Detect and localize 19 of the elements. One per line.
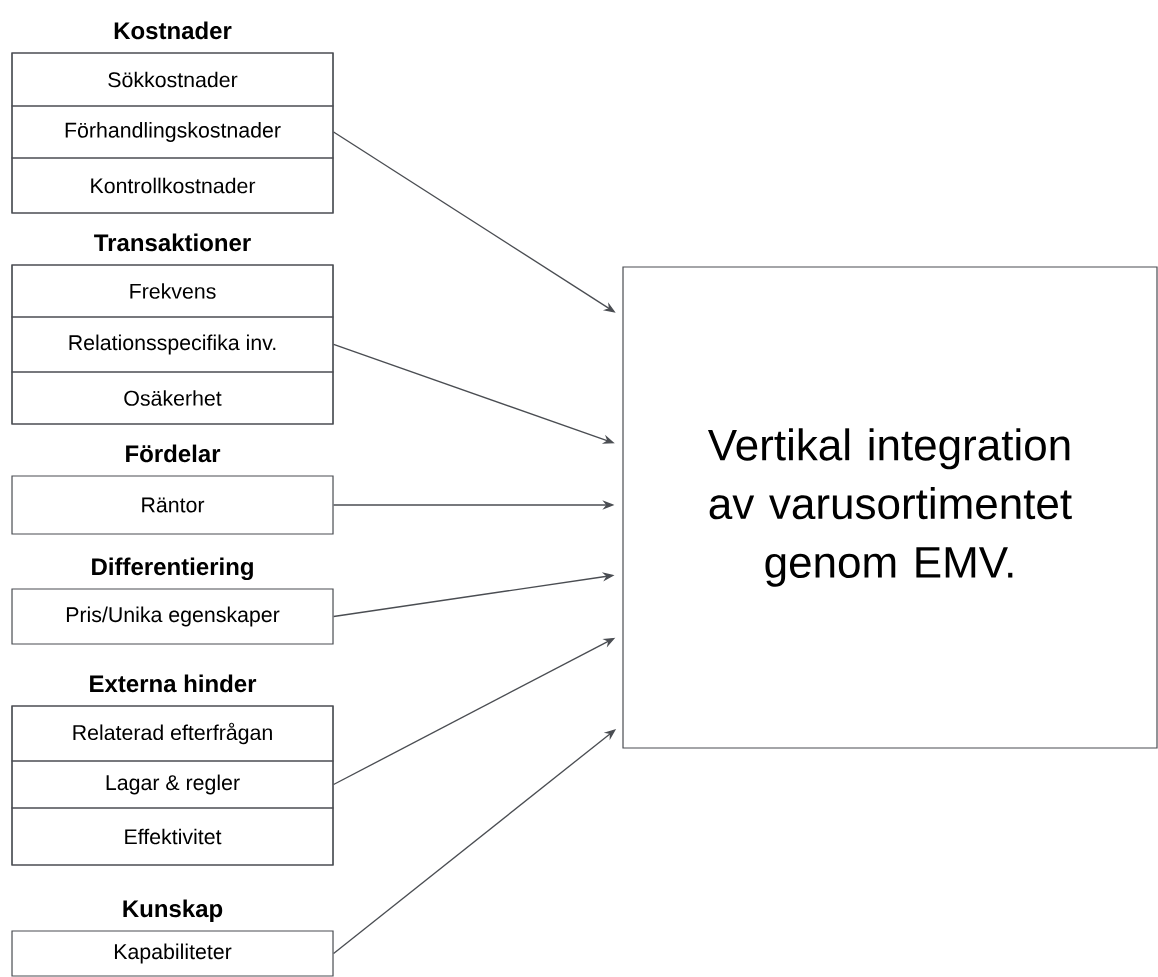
factor-box: Kapabiliteter [11, 930, 334, 977]
group-heading: Externa hinder [90, 674, 257, 693]
factor-row: Frekvens [11, 264, 334, 318]
factor-row: Osäkerhet [11, 371, 334, 425]
group-heading: Fördelar [126, 444, 221, 463]
factor-row: Förhandlingskostnader [11, 105, 334, 159]
group-heading: Kostnader [114, 21, 232, 40]
factor-row: Relationsspecifika inv. [11, 316, 334, 373]
factor-row: Relaterad efterfrågan [11, 705, 334, 762]
factor-row: Kontrollkostnader [11, 157, 334, 214]
factor-row: Lagar & regler [11, 760, 334, 809]
factor-box: Räntor [11, 475, 334, 535]
group-heading: Kunskap [123, 899, 223, 922]
group-heading: Differentiering [92, 557, 253, 581]
factor-row: Sökkostnader [11, 52, 334, 107]
result-box: Vertikal integration av varusortimentet genom EMV. [622, 266, 1158, 749]
group-heading: Transaktioner [94, 233, 251, 252]
factor-row: Effektivitet [11, 807, 334, 866]
factor-box: Pris/Unika egenskaper [11, 588, 334, 645]
